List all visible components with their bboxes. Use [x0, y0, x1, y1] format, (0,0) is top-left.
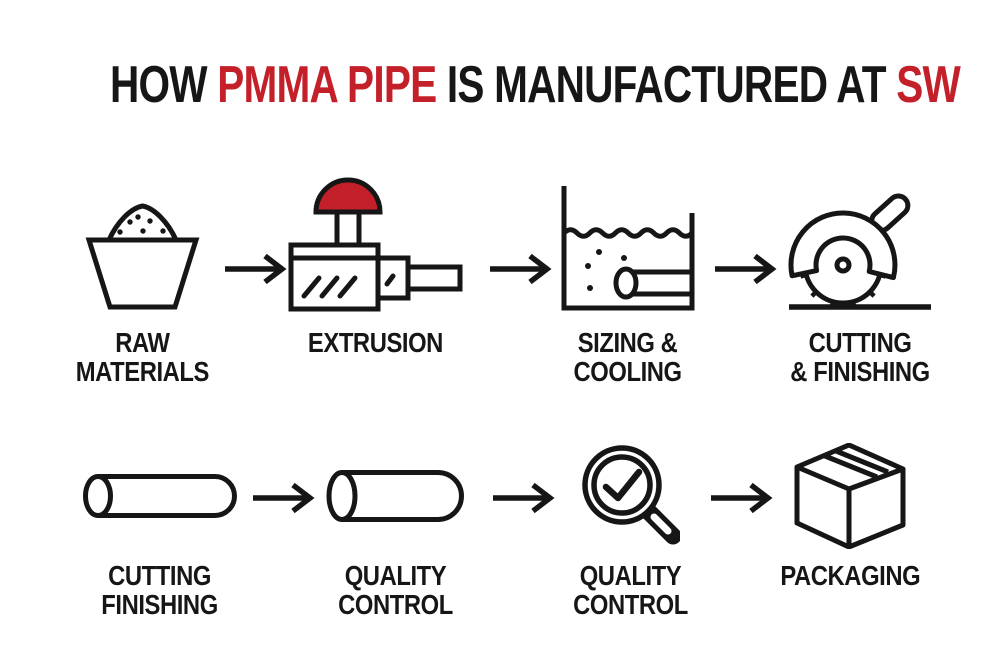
- right-arrow-icon: [493, 482, 555, 514]
- icon-wrap: [772, 162, 948, 312]
- step-label: RAW MATERIALS: [75, 327, 210, 387]
- extruder-icon: [288, 177, 462, 312]
- icon-wrap: [310, 440, 480, 552]
- right-arrow-icon: [711, 482, 773, 514]
- icon-wrap: [545, 440, 715, 552]
- step-cutting-finishing-2: CUTTING FINISHING: [72, 440, 247, 619]
- right-arrow-icon: [490, 253, 552, 285]
- icon-wrap: [280, 162, 470, 312]
- step-label-line2: COOLING: [573, 355, 683, 387]
- pipe-icon: [326, 470, 464, 522]
- step-label-line2: & FINISHING: [790, 355, 930, 387]
- title-text-1: HOW: [110, 56, 218, 114]
- step-raw-materials: RAW MATERIALS: [55, 162, 230, 386]
- step-label: QUALITY CONTROL: [572, 560, 688, 620]
- title-accent-pmma-pipe: PMMA PIPE: [217, 56, 437, 114]
- icon-wrap: [55, 162, 230, 312]
- step-label: QUALITY CONTROL: [337, 560, 453, 620]
- step-quality-control-1: QUALITY CONTROL: [310, 440, 480, 619]
- step-label: CUTTING & FINISHING: [790, 327, 930, 387]
- icon-wrap: [765, 440, 935, 552]
- bucket-icon: [85, 203, 200, 310]
- step-label-line1: PACKAGING: [780, 560, 920, 591]
- pipe-icon: [83, 474, 237, 518]
- step-label: SIZING & COOLING: [573, 327, 683, 387]
- step-packaging: PACKAGING: [765, 440, 935, 591]
- step-extrusion: EXTRUSION: [280, 162, 470, 358]
- step-cutting-finishing: CUTTING & FINISHING: [772, 162, 948, 386]
- icon-wrap: [72, 440, 247, 552]
- step-label-line2: FINISHING: [101, 588, 218, 620]
- right-arrow-icon: [253, 482, 315, 514]
- magnifier-check-icon: [582, 445, 680, 545]
- right-arrow-icon: [715, 253, 777, 285]
- title-accent-sw: SW: [896, 56, 961, 114]
- step-label-line1: RAW: [115, 327, 170, 358]
- cooling-tank-icon: [561, 186, 695, 311]
- step-label: EXTRUSION: [307, 327, 443, 358]
- step-label-line2: CONTROL: [337, 588, 453, 620]
- icon-wrap: [543, 162, 713, 312]
- step-label: PACKAGING: [780, 560, 920, 591]
- step-quality-control-2: QUALITY CONTROL: [545, 440, 715, 619]
- step-label-line2: MATERIALS: [75, 355, 210, 387]
- step-label-line1: CUTTING: [808, 327, 912, 358]
- step-sizing-cooling: SIZING & COOLING: [543, 162, 713, 386]
- page-title: HOW PMMA PIPE IS MANUFACTURED AT SW: [110, 56, 961, 114]
- box-icon: [794, 443, 906, 549]
- step-label: CUTTING FINISHING: [101, 560, 218, 620]
- step-label-line1: QUALITY: [344, 560, 446, 591]
- step-label-line1: QUALITY: [579, 560, 681, 591]
- right-arrow-icon: [225, 253, 287, 285]
- step-label-line1: CUTTING: [108, 560, 211, 591]
- step-label-line2: CONTROL: [572, 588, 688, 620]
- step-label-line1: EXTRUSION: [307, 327, 443, 358]
- title-text-2: IS MANUFACTURED AT: [436, 56, 897, 114]
- step-label-line1: SIZING &: [578, 327, 678, 358]
- circular-saw-icon: [788, 193, 931, 310]
